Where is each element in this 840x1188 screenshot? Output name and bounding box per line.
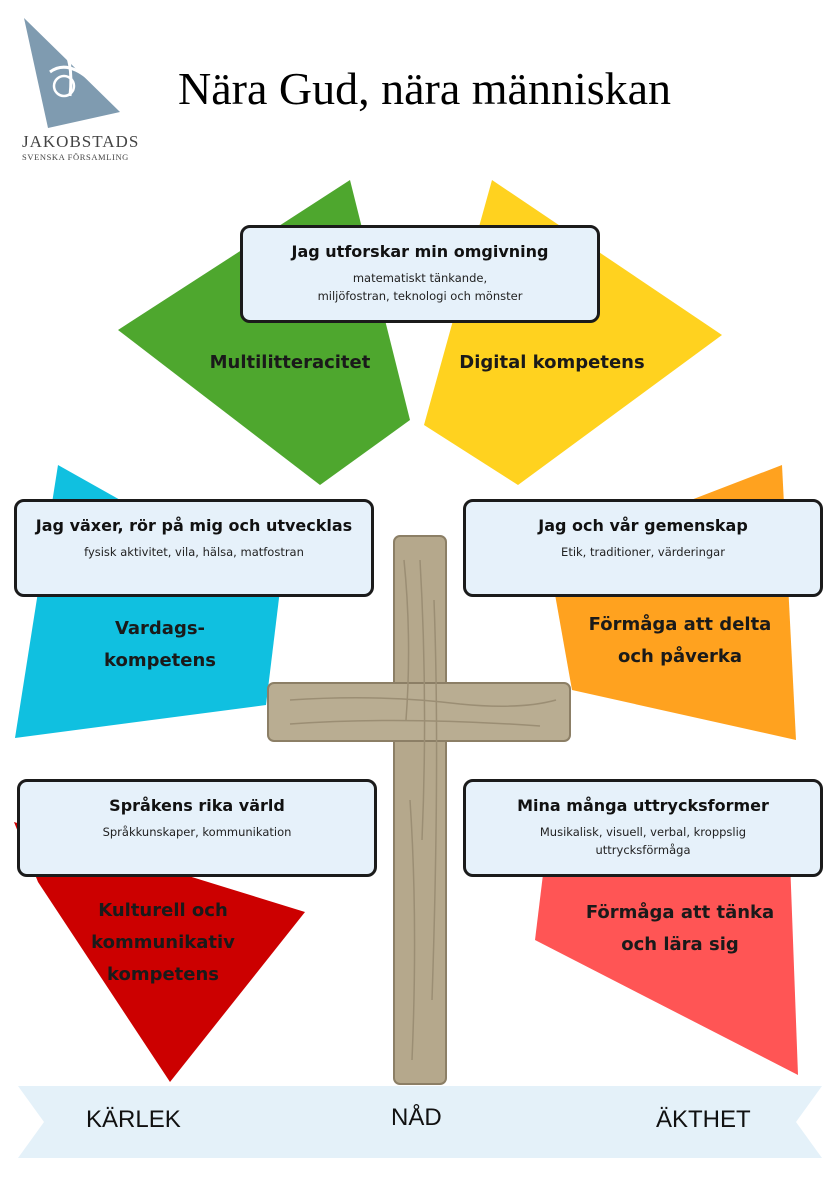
box-low-right: Mina många uttrycksformer Musikalisk, vi… — [463, 779, 823, 877]
label-formaga-delta-line1: Förmåga att delta — [588, 614, 772, 635]
label-kulturell-kompetens: Kulturell och kommunikativ kompetens — [68, 895, 258, 991]
label-vardagskompetens: Vardags- kompetens — [70, 613, 250, 677]
wooden-cross-icon — [267, 535, 571, 1085]
coral-shape — [535, 858, 798, 1075]
box-top-line2: miljöfostran, teknologi och mönster — [317, 289, 523, 303]
label-kulturell-line1: Kulturell och — [98, 900, 228, 921]
box-low-right-line2: uttrycksförmåga — [595, 843, 691, 857]
box-low-left-subtitle: Språkkunskaper, kommunikation — [102, 825, 292, 839]
label-kulturell-line3: kompetens — [106, 964, 220, 985]
box-mid-right-title: Jag och vår gemenskap — [538, 516, 748, 535]
logo-text-line2: SVENSKA FÖRSAMLING — [22, 152, 129, 162]
label-formaga-tanka: Förmåga att tänka och lära sig — [572, 897, 788, 961]
box-mid-right: Jag och vår gemenskap Etik, traditioner,… — [463, 499, 823, 597]
box-low-left: Språkens rika värld Språkkunskaper, komm… — [17, 779, 377, 877]
ribbon-word-nad: NÅD — [391, 1104, 442, 1131]
box-mid-left-subtitle: fysisk aktivitet, vila, hälsa, matfostra… — [84, 545, 304, 559]
box-top-subtitle: matematiskt tänkande, miljöfostran, tekn… — [243, 269, 597, 305]
ribbon-word-akthet: ÄKTHET — [656, 1106, 751, 1133]
page-title: Nära Gud, nära människan — [178, 63, 672, 114]
box-low-left-title: Språkens rika värld — [109, 796, 285, 815]
label-kulturell-line2: kommunikativ — [91, 932, 235, 953]
label-vardagskompetens-line2: kompetens — [103, 650, 217, 671]
box-top-line1: matematiskt tänkande, — [352, 271, 488, 285]
red-shape — [14, 822, 305, 1082]
box-mid-left-title: Jag växer, rör på mig och utvecklas — [35, 516, 353, 535]
box-low-right-title: Mina många uttrycksformer — [517, 796, 769, 815]
logo-text-line1: JAKOBSTADS — [22, 132, 140, 151]
label-multilitteracitet: Multilitteracitet — [209, 352, 371, 373]
label-digital-kompetens: Digital kompetens — [459, 352, 645, 373]
label-formaga-tanka-line2: och lära sig — [621, 934, 739, 955]
label-formaga-tanka-line1: Förmåga att tänka — [585, 902, 775, 923]
box-top-title: Jag utforskar min omgivning — [291, 242, 549, 261]
box-mid-left: Jag växer, rör på mig och utvecklas fysi… — [14, 499, 374, 597]
label-formaga-delta-line2: och påverka — [617, 646, 743, 667]
ribbon-banner — [18, 1086, 822, 1158]
church-logo-icon — [24, 18, 120, 128]
label-formaga-delta: Förmåga att delta och påverka — [580, 609, 780, 673]
box-low-right-line1: Musikalisk, visuell, verbal, kroppslig — [539, 825, 747, 839]
box-mid-right-subtitle: Etik, traditioner, värderingar — [561, 545, 725, 559]
label-vardagskompetens-line1: Vardags- — [114, 618, 206, 639]
box-top: Jag utforskar min omgivning matematiskt … — [240, 225, 600, 323]
ribbon-word-karlek: KÄRLEK — [86, 1106, 181, 1133]
box-low-right-subtitle: Musikalisk, visuell, verbal, kroppslig u… — [466, 823, 820, 859]
